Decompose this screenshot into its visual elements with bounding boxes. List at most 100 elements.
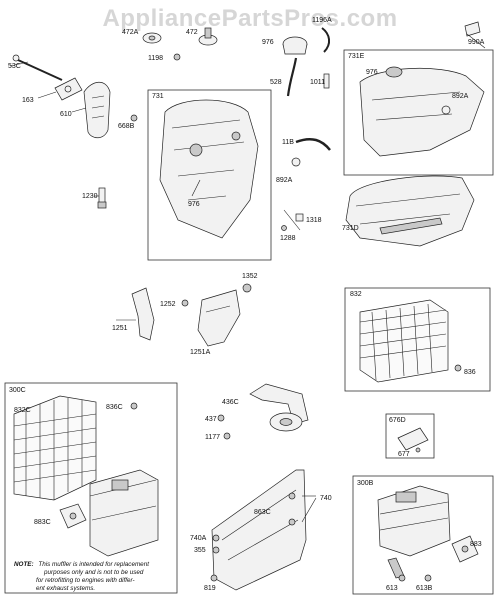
label-437: 437: [205, 416, 217, 423]
label-1352: 1352: [242, 273, 258, 280]
label-300c: 300C: [9, 387, 26, 394]
label-892a-e: 892A: [452, 93, 469, 100]
label-677: 677: [398, 451, 410, 458]
part-1318[interactable]: [295, 213, 304, 222]
elbow-436c-part[interactable]: [249, 383, 309, 432]
note-line-1: This muffler is intended for replacement: [38, 561, 149, 568]
grommet-472a-part[interactable]: [142, 32, 162, 44]
label-668b: 668B: [118, 123, 135, 130]
box-300b: [352, 475, 494, 595]
nut-1177-part[interactable]: [223, 432, 231, 440]
fitting-1011-part[interactable]: [323, 73, 330, 89]
label-731d: 731D: [342, 225, 359, 232]
nut-1352-part[interactable]: [242, 283, 252, 293]
label-300b: 300B: [357, 480, 374, 487]
grommet-472-part[interactable]: [198, 27, 218, 46]
label-1196a: 1196A: [312, 17, 332, 24]
screw-740a-part[interactable]: [212, 534, 220, 542]
label-832c: 832C: [14, 407, 31, 414]
box-676d: [385, 413, 435, 459]
label-740a: 740A: [190, 535, 207, 542]
box-731: [147, 89, 272, 261]
label-990a: 990A: [468, 39, 485, 46]
dipstick-part[interactable]: [9, 54, 63, 81]
screw-668b-part[interactable]: [130, 114, 138, 122]
baffle-1251a-part[interactable]: [197, 289, 241, 347]
note-line-3: for retrofitting to engines with differ-: [36, 577, 135, 584]
label-832: 832: [350, 291, 362, 298]
label-836c: 836C: [106, 404, 123, 411]
screw-1252-part[interactable]: [181, 299, 189, 307]
label-731: 731: [152, 93, 164, 100]
label-613b: 613B: [416, 585, 433, 592]
label-610: 610: [60, 111, 72, 118]
bracket-863c-part[interactable]: [211, 469, 307, 591]
label-1198: 1198: [148, 55, 163, 62]
label-892a-mid: 892A: [276, 177, 293, 184]
label-528: 528: [270, 79, 282, 86]
screw-819-part[interactable]: [210, 574, 218, 582]
label-472: 472: [186, 29, 198, 36]
shroud-731d-part[interactable]: [345, 175, 475, 247]
part-1288[interactable]: [281, 209, 301, 231]
washer-355-part[interactable]: [212, 546, 220, 554]
label-1011: 1011: [310, 79, 325, 86]
tube-528-part[interactable]: [286, 57, 298, 97]
fuel-tank-731e-part[interactable]: [359, 66, 485, 157]
muffler-note: NOTE: This muffler is intended for repla…: [14, 561, 149, 592]
label-731e: 731E: [348, 53, 365, 60]
hose-11b-part[interactable]: [295, 138, 331, 151]
label-1230: 1230: [82, 193, 98, 200]
label-1251a: 1251A: [190, 349, 211, 356]
bolt-437-part[interactable]: [217, 414, 225, 422]
screw-1198-part[interactable]: [173, 53, 181, 61]
box-832: [344, 287, 491, 392]
guard-832-part[interactable]: [359, 299, 449, 383]
label-976-top: 976: [262, 39, 274, 46]
gasket-163-part[interactable]: [37, 77, 83, 101]
box-300c: [4, 382, 178, 594]
note-prefix: NOTE:: [14, 561, 34, 568]
label-355: 355: [194, 547, 206, 554]
label-976-mid: 976: [188, 201, 200, 208]
shroud-610-part[interactable]: [71, 81, 111, 139]
label-163: 163: [22, 97, 34, 104]
label-11b: 11B: [282, 139, 294, 146]
label-1177: 1177: [205, 434, 220, 441]
tube-1196a-part[interactable]: [321, 27, 330, 53]
label-819: 819: [204, 585, 216, 592]
label-1288: 1288: [280, 235, 296, 242]
muffler-300c-part[interactable]: [89, 469, 159, 557]
fuel-tank-731-part[interactable]: [159, 99, 259, 239]
label-613: 613: [386, 585, 398, 592]
cap-976-top-part[interactable]: [282, 36, 308, 55]
screw-613b-part[interactable]: [424, 574, 432, 582]
clamp-892a-mid-part[interactable]: [291, 157, 301, 167]
label-836: 836: [464, 369, 476, 376]
label-976-e: 976: [366, 69, 378, 76]
label-53c: 53C: [8, 63, 21, 70]
screw-836-part[interactable]: [454, 364, 462, 372]
label-1318: 1318: [306, 217, 322, 224]
label-676d: 676D: [389, 417, 406, 424]
gasket-883-part[interactable]: [451, 535, 479, 563]
label-740: 740: [320, 495, 332, 502]
baffle-1251-part[interactable]: [116, 287, 155, 341]
label-863c: 863C: [254, 509, 271, 516]
knob-990a-part[interactable]: [464, 21, 486, 49]
deflector-676d-part[interactable]: [397, 427, 429, 453]
muffler-300b-part[interactable]: [377, 485, 451, 579]
svg-text:NOTE: This muffler is in: NOTE: This muffler is intended for repla…: [14, 561, 149, 568]
gasket-883c-part[interactable]: [59, 503, 87, 529]
label-1252: 1252: [160, 301, 176, 308]
label-472a: 472A: [122, 29, 139, 36]
guard-832c-part[interactable]: [13, 395, 97, 501]
watermark-text: AppliancePartsPros.com: [102, 5, 397, 32]
note-line-4: ent exhaust systems.: [36, 585, 95, 592]
label-1251: 1251: [112, 325, 128, 332]
screw-836c-part[interactable]: [130, 402, 138, 410]
label-883: 883: [470, 541, 482, 548]
screw-613-part[interactable]: [398, 574, 406, 582]
spark-plug-part[interactable]: [94, 187, 107, 209]
